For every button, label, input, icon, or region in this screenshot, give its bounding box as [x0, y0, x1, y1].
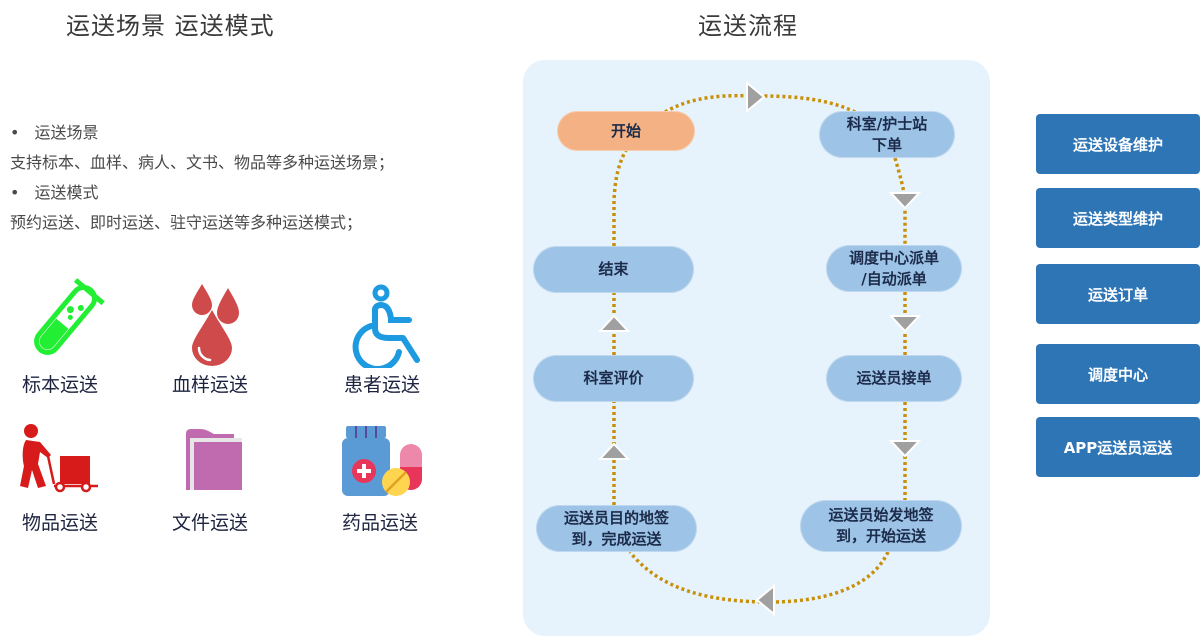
test-tube-icon [18, 278, 108, 368]
arrow-down-icon [888, 315, 922, 333]
arrow-down-icon [888, 440, 922, 458]
folder-icon [184, 428, 246, 494]
flow-node-evaluate[interactable]: 科室评价 [533, 355, 694, 402]
flow-node-arrive[interactable]: 运送员目的地签 到，完成运送 [536, 505, 697, 552]
flow-node-label: 结束 [598, 260, 629, 278]
flow-node-label: 运送员接单 [856, 369, 932, 387]
blood-drop-icon [172, 280, 252, 368]
bullet-dot: • [10, 183, 20, 202]
scenario-mode-title: 运送场景 运送模式 [66, 12, 275, 40]
equipment-maintenance-button[interactable]: 运送设备维护 [1036, 114, 1200, 174]
flow-node-label: 科室评价 [583, 369, 644, 387]
icon-label-medicine: 药品运送 [341, 512, 418, 534]
arrow-up-icon [597, 314, 631, 332]
flow-node-label: 运送员目的地签 到，完成运送 [563, 508, 669, 548]
flow-node-dispatch[interactable]: 调度中心派单 /自动派单 [826, 245, 962, 292]
arrow-down-icon [888, 192, 922, 210]
flow-node-start[interactable]: 开始 [557, 111, 695, 151]
arrow-up-icon [597, 442, 631, 460]
app-courier-button[interactable]: APP运送员运送 [1036, 417, 1200, 477]
bullet-mode: • 运送模式 [10, 179, 99, 203]
connector-depart-to-arrive [628, 550, 890, 604]
icon-label-specimen: 标本运送 [21, 374, 98, 396]
scenario-description: 支持标本、血样、病人、文书、物品等多种运送场景； [10, 153, 395, 172]
flow-title: 运送流程 [698, 12, 798, 40]
flow-node-label: 调度中心派单 /自动派单 [848, 248, 939, 288]
cart-person-icon [18, 424, 98, 494]
flow-node-label: 开始 [610, 121, 641, 140]
mode-description: 预约运送、即时运送、驻守运送等多种运送模式； [10, 213, 363, 232]
icon-label-goods: 物品运送 [21, 512, 98, 534]
bullet-label: 运送场景 [34, 123, 99, 142]
transport-orders-button[interactable]: 运送订单 [1036, 264, 1200, 324]
icon-label-documents: 文件运送 [171, 512, 248, 534]
bullet-dot: • [10, 123, 20, 142]
flow-node-label: 科室/护士站 下单 [846, 114, 928, 154]
icon-label-patient: 患者运送 [343, 374, 420, 396]
wheelchair-icon [345, 280, 431, 372]
flow-node-accept[interactable]: 运送员接单 [826, 355, 962, 402]
flow-node-end[interactable]: 结束 [533, 246, 694, 293]
dispatch-center-button[interactable]: 调度中心 [1036, 344, 1200, 404]
connector-end-to-start [612, 149, 628, 246]
arrow-left-icon [755, 583, 775, 617]
icon-label-blood: 血样运送 [171, 374, 248, 396]
medicine-icon [342, 424, 424, 498]
flow-node-order[interactable]: 科室/护士站 下单 [819, 111, 955, 158]
arrow-right-icon [746, 80, 766, 114]
flow-node-label: 运送员始发地签 到，开始运送 [828, 506, 934, 545]
flow-node-depart[interactable]: 运送员始发地签 到，开始运送 [800, 500, 962, 552]
bullet-scenario: • 运送场景 [10, 119, 99, 143]
bullet-label: 运送模式 [34, 183, 99, 202]
type-maintenance-button[interactable]: 运送类型维护 [1036, 188, 1200, 248]
